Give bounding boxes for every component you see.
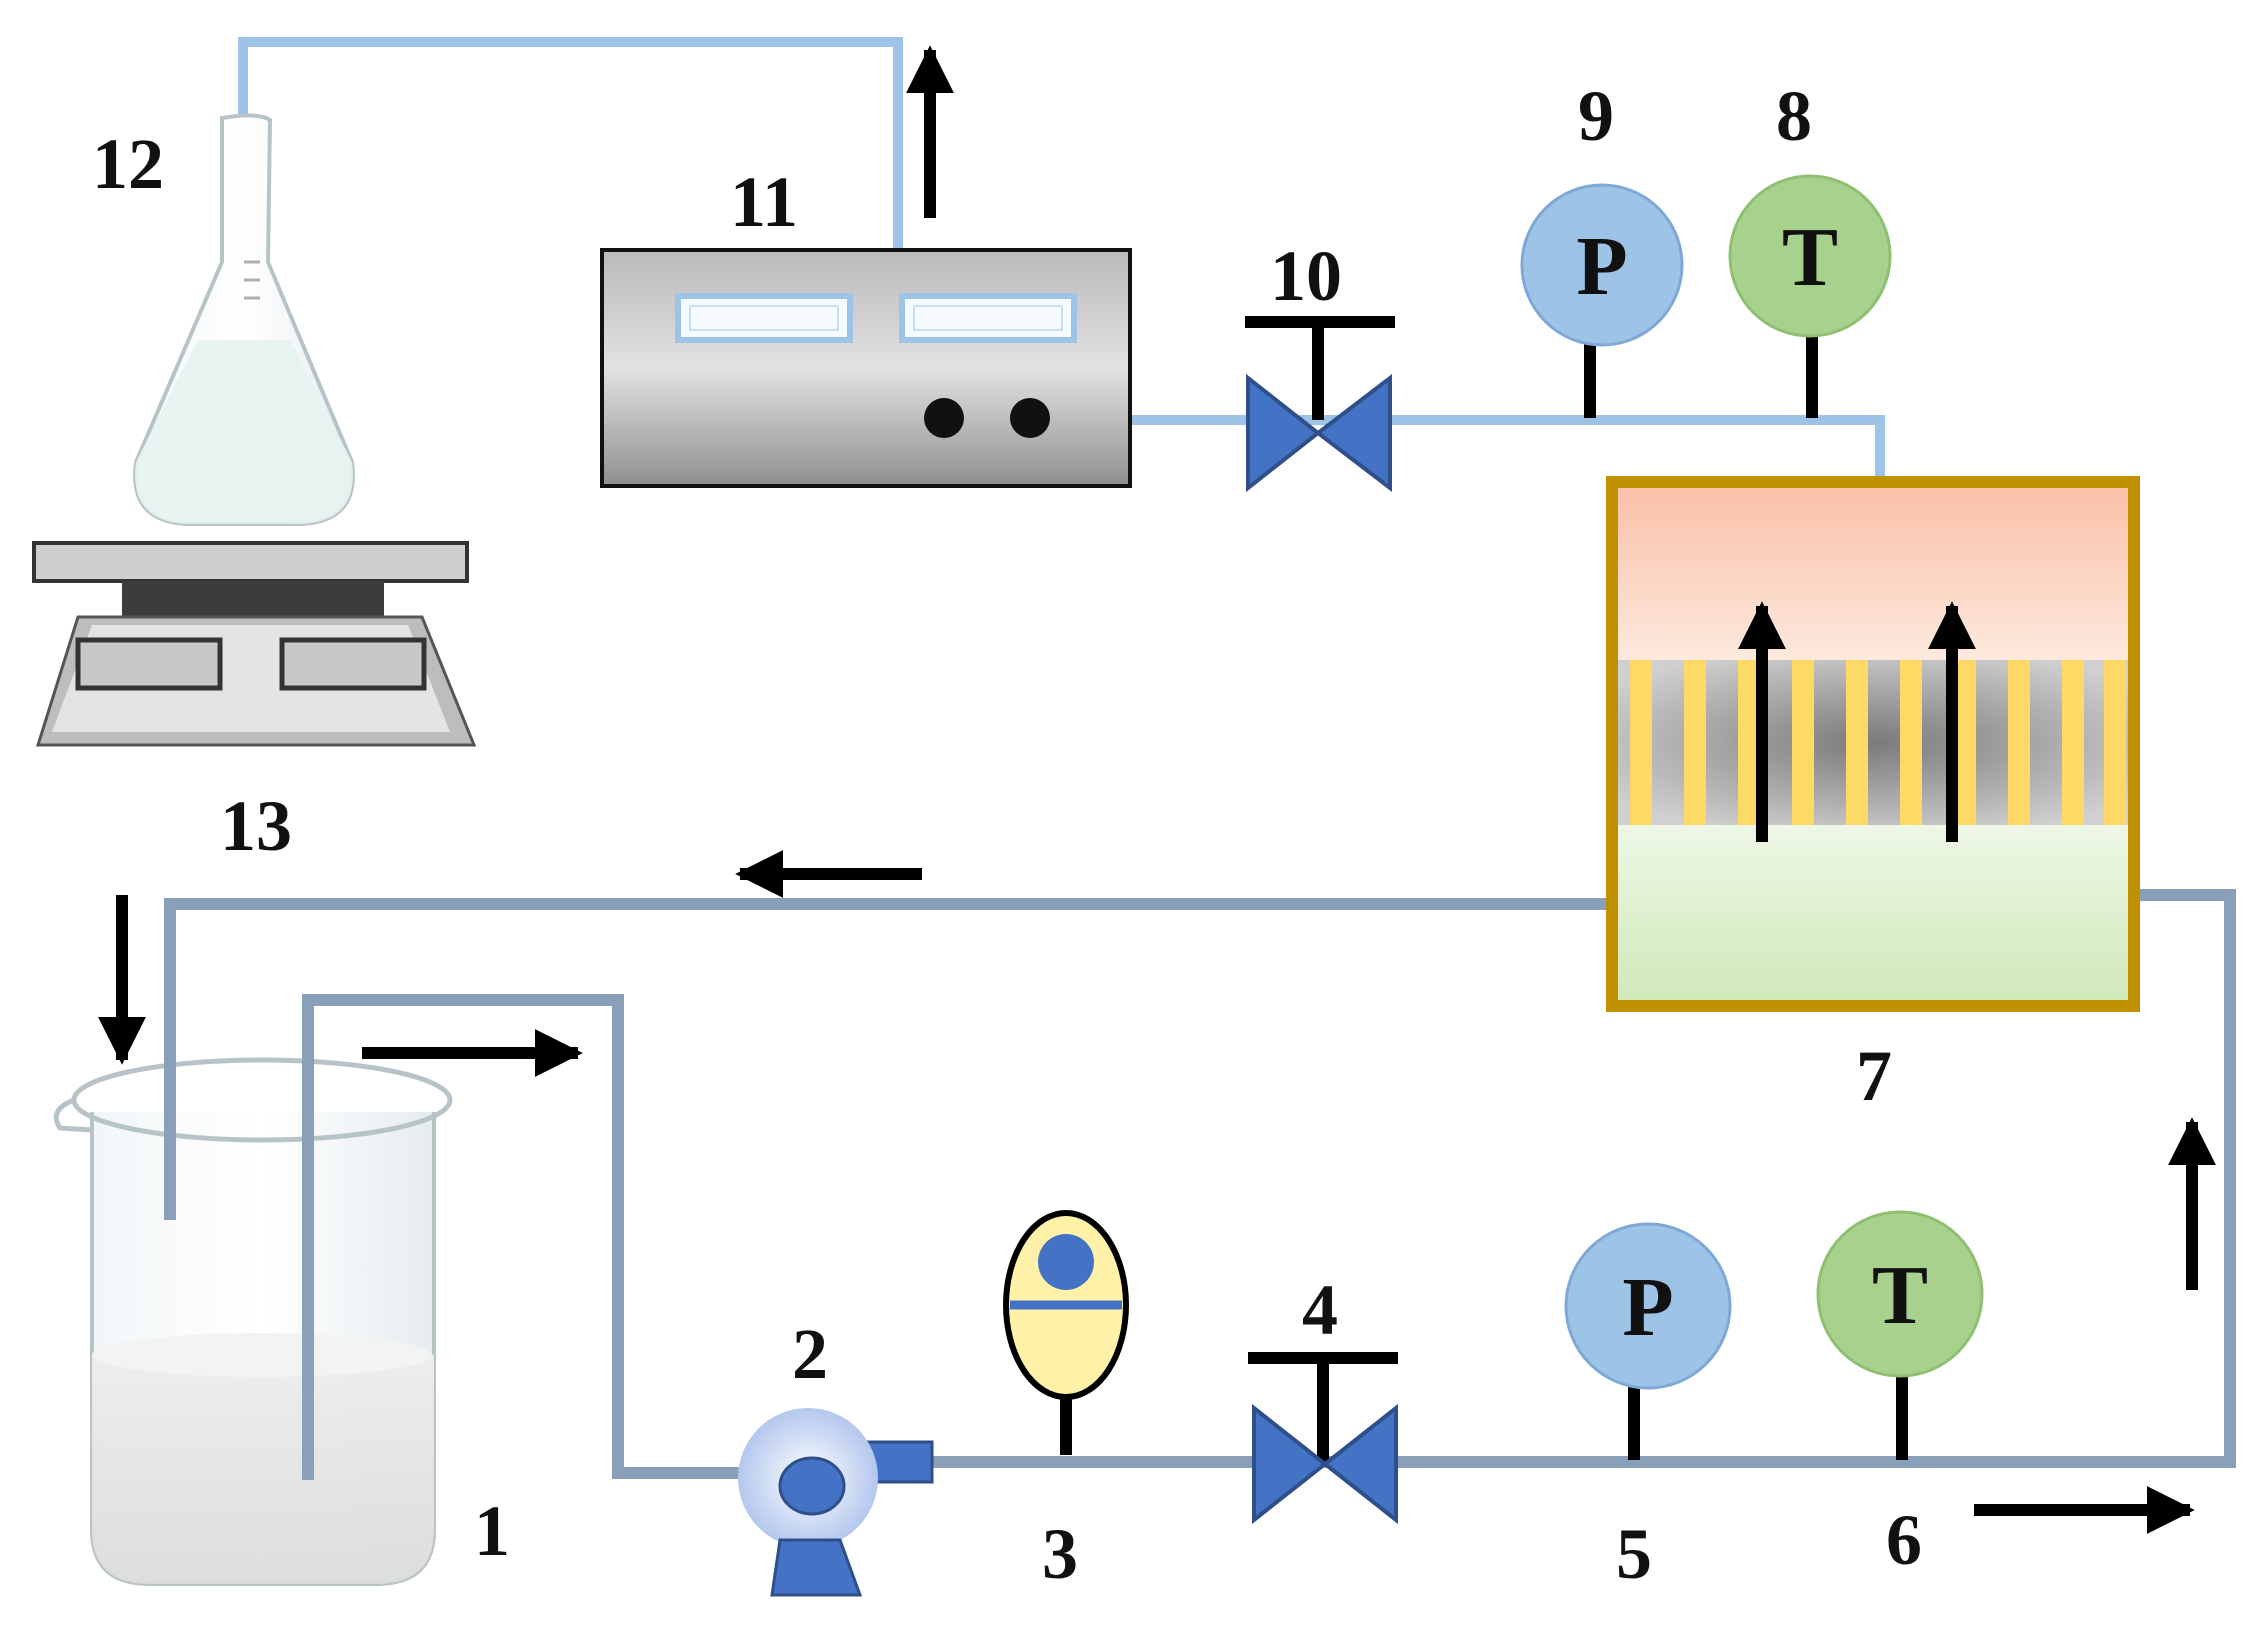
temperature-gauge-icon: T <box>1728 174 1892 418</box>
label-valve-perm: 10 <box>1270 236 1342 316</box>
vacuum-pump-knob <box>924 398 964 438</box>
label-vacuum-pump: 11 <box>730 162 798 242</box>
flow-arrows <box>98 45 2216 1534</box>
label-flowmeter: 3 <box>1042 1514 1078 1594</box>
membrane-module <box>1606 476 2140 1012</box>
label-pressure-perm: 9 <box>1578 76 1614 156</box>
feed-pump-icon <box>738 1408 934 1597</box>
feed-line <box>925 889 2236 1468</box>
flowmeter-icon <box>1003 1210 1129 1455</box>
vacuum-pump <box>600 248 1132 488</box>
feed-beaker <box>53 1057 453 1586</box>
conical-flask <box>133 113 355 526</box>
label-temperature-perm: 8 <box>1776 76 1812 156</box>
vacuum-pump-knob <box>1010 398 1050 438</box>
pressure-gauge-symbol: P <box>1576 220 1627 313</box>
label-flask: 12 <box>92 124 164 204</box>
electronic-balance <box>32 541 477 747</box>
membrane-fibers <box>1630 660 2126 825</box>
pressure-gauge-icon: P <box>1520 183 1684 418</box>
valve-icon <box>1248 1352 1398 1525</box>
label-balance: 13 <box>220 786 292 866</box>
temperature-gauge-symbol: T <box>1872 1249 1928 1342</box>
label-membrane-module: 7 <box>1856 1036 1892 1116</box>
label-beaker: 1 <box>474 1491 510 1571</box>
label-temperature-feed: 6 <box>1886 1500 1922 1580</box>
beaker-pipe-overlay <box>164 904 314 1480</box>
label-pump: 2 <box>792 1314 828 1394</box>
label-valve-feed: 4 <box>1302 1270 1338 1350</box>
pressure-gauge-icon: P <box>1564 1222 1732 1460</box>
valve-icon <box>1245 316 1395 493</box>
temperature-gauge-icon: T <box>1816 1210 1984 1460</box>
label-pressure-feed: 5 <box>1616 1514 1652 1594</box>
component-labels: 1 2 3 4 5 6 7 8 9 10 11 12 13 <box>92 76 1922 1594</box>
pressure-gauge-symbol: P <box>1622 1261 1673 1354</box>
temperature-gauge-symbol: T <box>1782 211 1838 304</box>
